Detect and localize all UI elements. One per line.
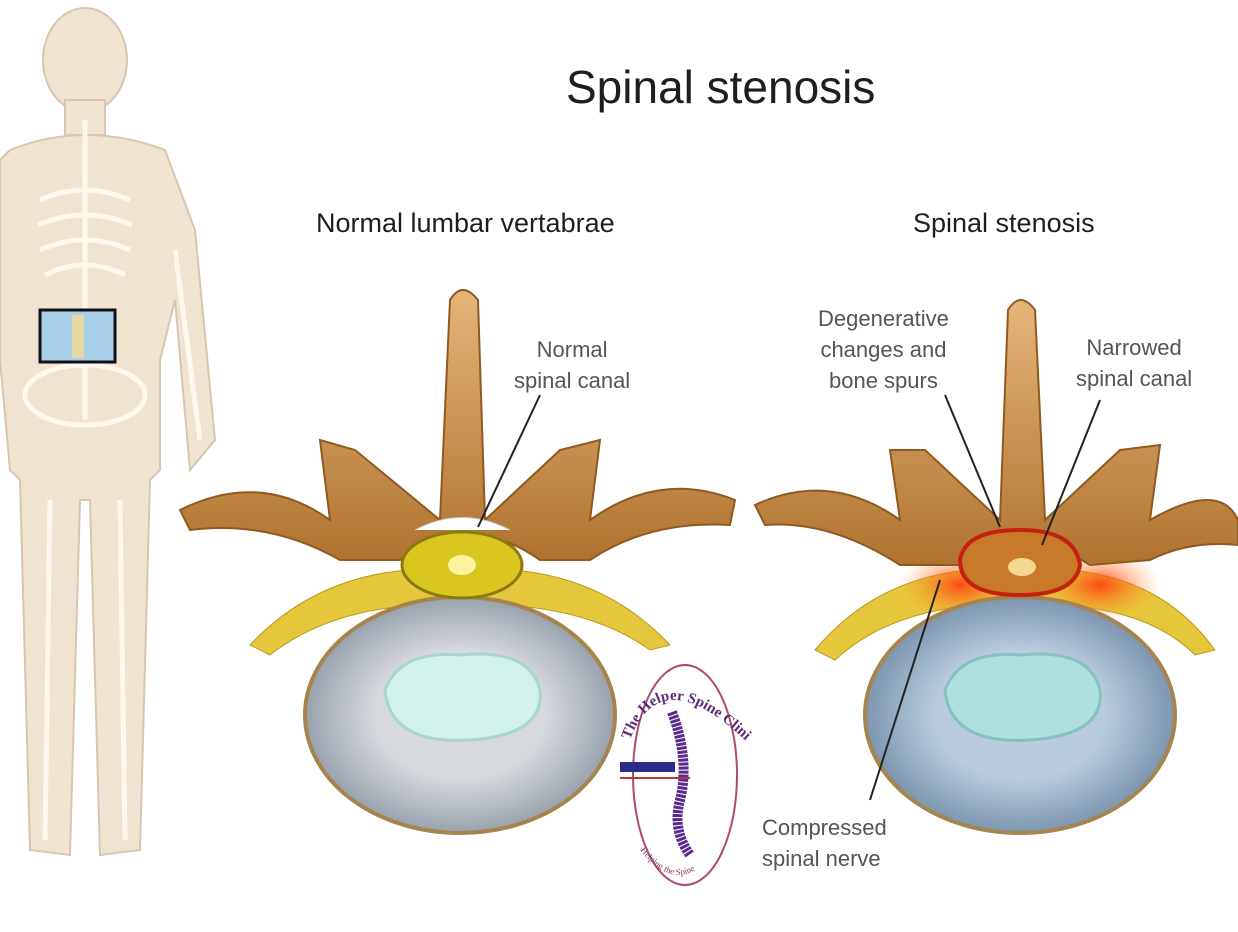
heading-normal: Normal lumbar vertabrae [316,208,615,238]
label-line: spinal canal [1076,366,1193,391]
heading-stenosis: Spinal stenosis [913,208,1095,238]
label-degenerative-changes: Degenerative changes and bone spurs [818,303,949,396]
label-line: bone spurs [829,368,938,393]
stenosis-vertebra [753,299,1238,835]
human-back-figure [0,7,217,857]
label-line: Compressed [762,815,887,840]
label-line: Normal [536,337,608,362]
leader-line-compressed-nerve [869,579,941,801]
leader-line-normal-canal [477,394,541,528]
label-line: Degenerative [818,306,949,331]
label-line: Narrowed [1086,335,1182,360]
label-line: changes and [820,337,947,362]
leader-line-narrowed-canal [1041,399,1101,546]
page-title: Spinal stenosis [566,61,876,113]
leader-line-bone-spurs [944,394,1001,528]
label-compressed-nerve: Compressed spinal nerve [762,812,887,874]
normal-vertebra [178,289,737,835]
label-narrowed-canal: Narrowed spinal canal [1076,332,1192,394]
label-line: spinal nerve [762,846,881,871]
label-normal-spinal-canal: Normal spinal canal [514,334,630,396]
label-line: spinal canal [514,368,631,393]
